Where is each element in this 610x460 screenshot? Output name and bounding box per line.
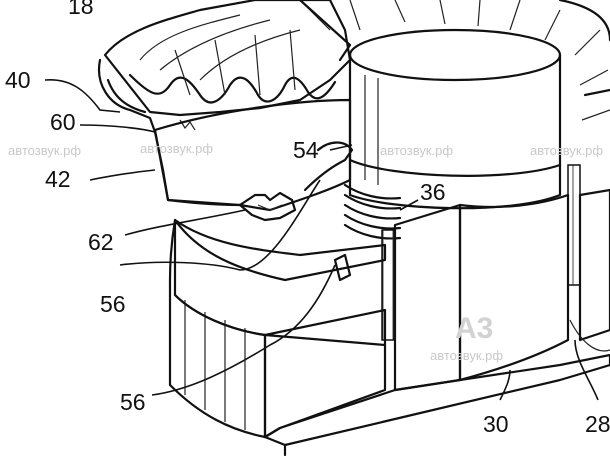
cone-surround [103, 0, 352, 117]
terminal [238, 191, 297, 222]
label-18: 18 [68, 0, 94, 19]
label-30: 30 [483, 411, 509, 437]
label-28: 28 [585, 411, 610, 437]
label-54: 54 [293, 137, 319, 163]
section-hatch-left [263, 308, 387, 439]
watermark: автозвук.рф [380, 143, 453, 158]
outer-annulus [298, 0, 610, 97]
lead-wire [303, 141, 354, 192]
leader-lines [44, 79, 599, 401]
rim-edge [97, 58, 242, 207]
label-36: 36 [420, 179, 446, 205]
magnet-body [168, 218, 387, 439]
label-62: 62 [88, 229, 114, 255]
pole-piece-30 [458, 193, 570, 382]
radiating-lines [299, 0, 610, 121]
label-42: 42 [45, 166, 71, 192]
section-hatch-right [578, 188, 610, 342]
coil-windings [343, 164, 581, 341]
watermark: автозвук.рф [430, 348, 503, 363]
label-60: 60 [50, 109, 76, 135]
watermark: автозвук.рф [530, 143, 603, 158]
slot [333, 253, 352, 282]
label-56-lower: 56 [120, 389, 146, 415]
voice-coil-former [348, 28, 562, 210]
label-40: 40 [5, 67, 31, 93]
top-plate [153, 98, 352, 212]
label-56-upper: 56 [100, 291, 126, 317]
watermark: автозвук.рф [140, 141, 213, 156]
base-plate [263, 353, 610, 447]
watermark-logo: A3 [455, 312, 493, 345]
rim-inner [106, 78, 147, 114]
watermark: автозвук.рф [8, 143, 81, 158]
